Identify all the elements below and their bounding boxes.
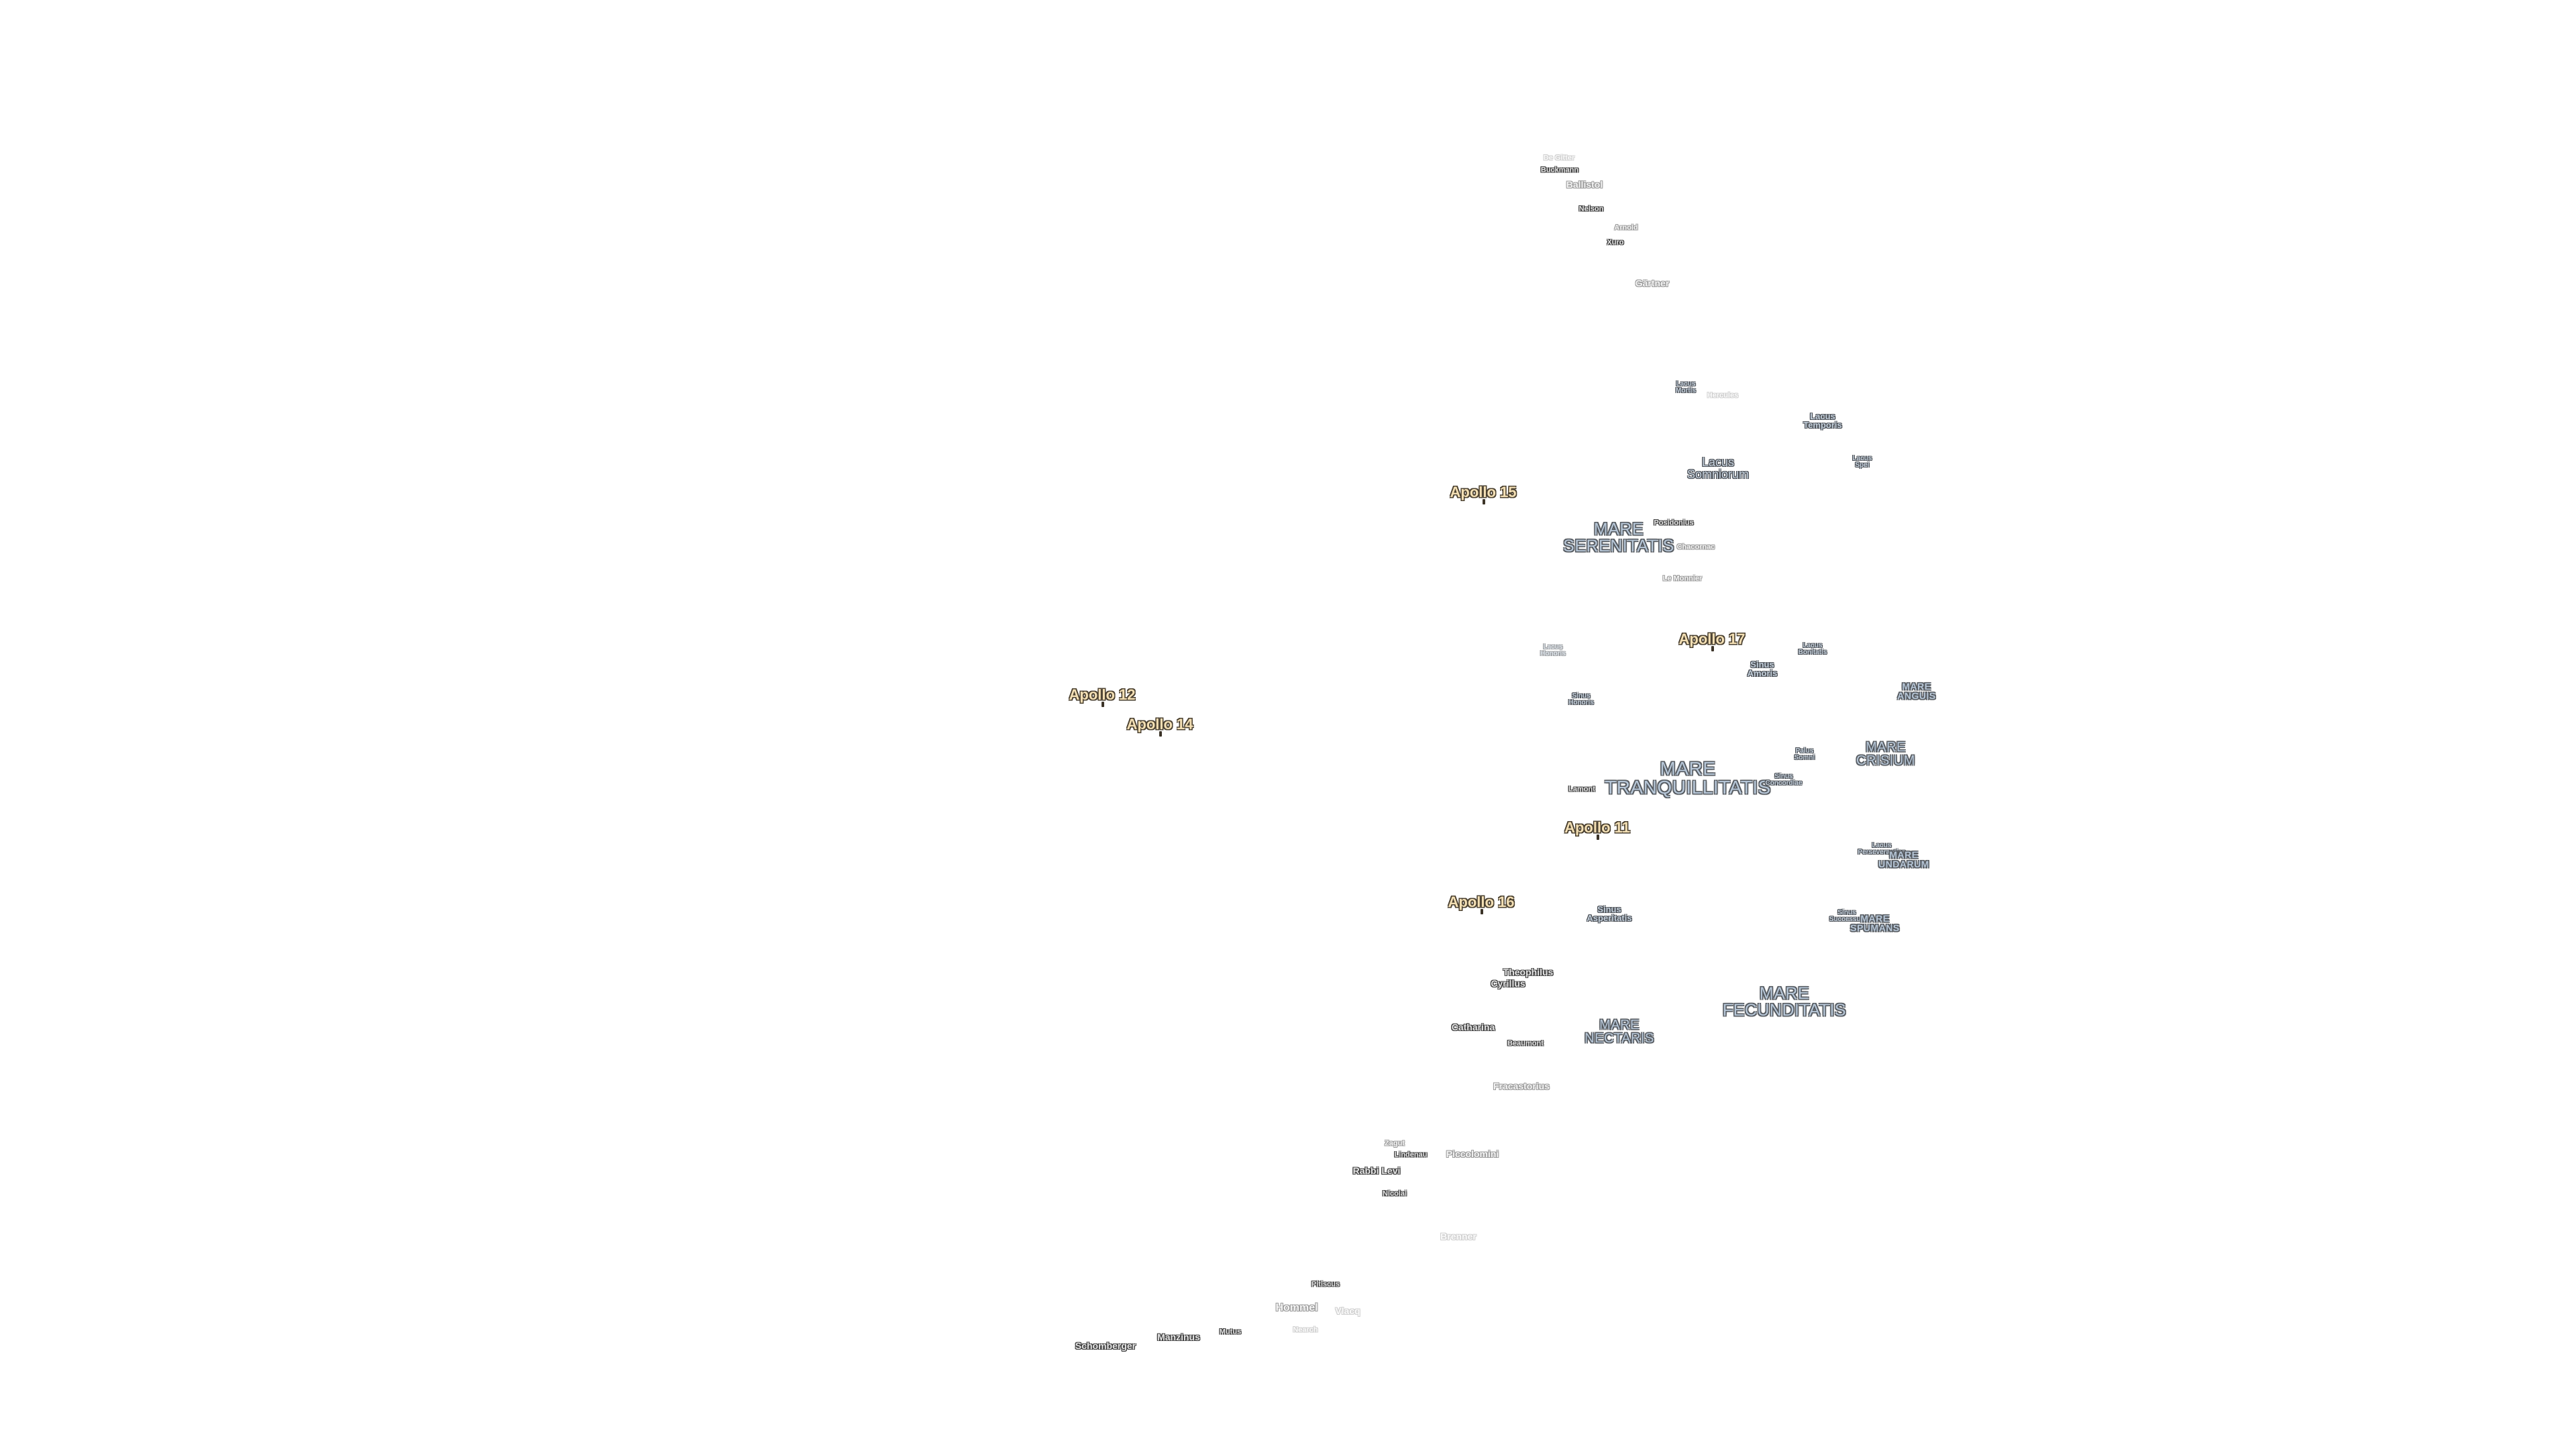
apollo-14-label[interactable]: Apollo 14	[1126, 716, 1193, 733]
lacus-label-perseverantiae: Lacus Perseverantiae	[1858, 842, 1906, 856]
crater-label-zagut: Zagut	[1385, 1139, 1405, 1148]
crater-label-beaumont: Beaumont	[1507, 1039, 1544, 1048]
mare-label-spumans: MARE SPUMANS	[1850, 913, 1900, 933]
apollo-14-landing-marker[interactable]	[1159, 731, 1162, 737]
crater-label-manzinus: Manzinus	[1157, 1332, 1200, 1342]
crater-label-hercules: Hercules	[1707, 391, 1739, 400]
crater-label-vlacq: Vlacq	[1335, 1305, 1360, 1316]
crater-label-nearch: Nearch	[1293, 1326, 1318, 1334]
crater-label-ballistol: Ballistol	[1566, 179, 1603, 190]
mare-label-fecunditatis: MARE FECUNDITATIS	[1722, 984, 1847, 1020]
crater-label-rabbi-levi: Rabbi Levi	[1352, 1165, 1401, 1176]
apollo-15-label[interactable]: Apollo 15	[1450, 484, 1517, 500]
crater-label-fracastorius: Fracastorius	[1493, 1081, 1550, 1091]
crater-label-mutus: Mutus	[1219, 1328, 1242, 1336]
mare-label-undarum: MARE UNDARUM	[1878, 849, 1929, 869]
crater-label-gartner: Gärtner	[1635, 278, 1670, 288]
crater-label-chacornac: Chacornac	[1676, 543, 1715, 551]
crater-label-lindenau: Lindenau	[1394, 1150, 1428, 1159]
sinus-label-concordiae: Sinus Concordiae	[1765, 773, 1803, 787]
crater-label-nicolai: Nicolai	[1382, 1189, 1407, 1198]
mare-label-tranquillitatis: MARE TRANQUILLITATIS	[1605, 758, 1771, 798]
mare-label-anguis: MARE ANGUIS	[1897, 681, 1936, 701]
sinus-label-honoris: Sinus Honoris	[1568, 692, 1594, 706]
mare-label-crisium: MARE CRISIUM	[1856, 740, 1915, 768]
crater-label-arnold: Arnold	[1614, 223, 1638, 232]
lacus-label-somniorum: Lacus Somniorum	[1686, 455, 1750, 481]
sinus-label-successus: Sinus Successus	[1829, 909, 1865, 923]
crater-label-lamont: Lamont	[1568, 785, 1595, 794]
lacus-label-honoris: Lacus Honoris	[1540, 643, 1566, 657]
crater-label-xuro: Xuro	[1607, 238, 1624, 247]
lacus-label-spei: Lacus Spei	[1852, 455, 1872, 469]
lacus-label-mortis: Lacus Mortis	[1676, 380, 1696, 394]
sinus-label-asperitatis: Sinus Asperitatis	[1587, 904, 1632, 923]
crater-label-nelson: Nelson	[1578, 205, 1604, 213]
crater-label-pitiscus: Pitiscus	[1311, 1280, 1340, 1289]
crater-label-brenner: Brenner	[1440, 1231, 1477, 1242]
apollo-17-landing-marker[interactable]	[1711, 646, 1714, 651]
apollo-11-landing-marker[interactable]	[1597, 835, 1599, 840]
lacus-label-bonitatis: Lacus Bonitatis	[1798, 642, 1827, 656]
mare-label-nectaris: MARE NECTARIS	[1585, 1018, 1654, 1046]
apollo-12-landing-marker[interactable]	[1102, 702, 1104, 707]
apollo-15-landing-marker[interactable]	[1483, 499, 1485, 504]
apollo-16-label[interactable]: Apollo 16	[1448, 894, 1515, 910]
crater-label-buckmann: Buckmann	[1540, 166, 1579, 174]
apollo-17-label[interactable]: Apollo 17	[1678, 631, 1746, 647]
apollo-12-label[interactable]: Apollo 12	[1069, 686, 1136, 703]
crater-label-catharina: Catharina	[1451, 1022, 1495, 1032]
crater-label-theophilus: Theophilus	[1503, 967, 1554, 977]
apollo-11-label[interactable]: Apollo 11	[1564, 819, 1630, 836]
crater-label-cyrillus: Cyrillus	[1491, 978, 1525, 989]
palus-label-somni: Palus Somni	[1794, 747, 1815, 761]
sinus-label-amoris: Sinus Amoris	[1747, 659, 1778, 678]
crater-label-hommel: Hommel	[1275, 1302, 1318, 1313]
apollo-16-landing-marker[interactable]	[1481, 909, 1483, 914]
crater-label-schomberger: Schomberger	[1075, 1340, 1136, 1351]
crater-label-posidonius: Posidonius	[1654, 519, 1694, 527]
mare-label-serenitatis: MARE SERENITATIS	[1563, 520, 1674, 555]
lacus-label-temporis: Lacus Temporis	[1803, 411, 1842, 430]
crater-label-le-monnier: Le Monnier	[1662, 574, 1703, 583]
crater-label-piccolomini: Piccolomini	[1446, 1148, 1499, 1159]
crater-label-de-gitter: De Gitter	[1543, 154, 1575, 162]
